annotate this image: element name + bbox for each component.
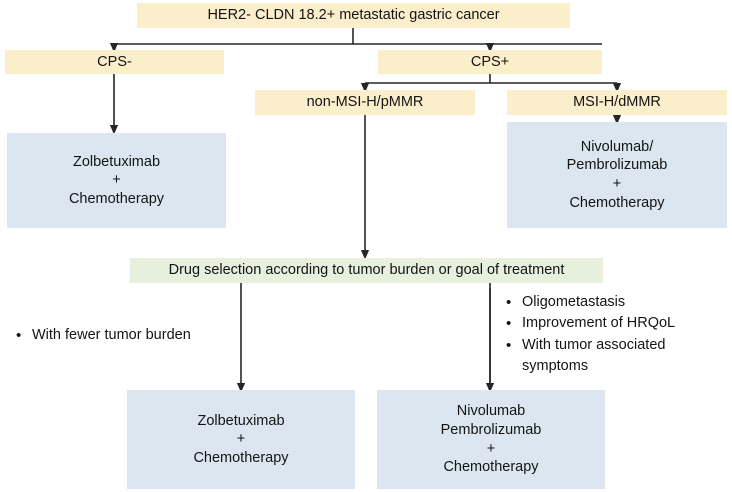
criteria-right-3: symptoms [522,357,589,374]
criteria-right-0: Oligometastasis [522,294,626,310]
bullet-icon: • [16,327,22,344]
node-treatment-low-burden: Zolbetuximab + Chemotherapy [127,390,355,489]
node-treatment-cps-negative: Zolbetuximab + Chemotherapy [7,133,226,228]
criteria-left-0: With fewer tumor burden [32,327,191,343]
list-item: • With fewer tumor burden [16,325,266,346]
bullet-icon: • [506,336,512,354]
bullet-icon: • [506,315,512,333]
criteria-list-right: • Oligometastasis • Improvement of HRQoL… [506,292,732,376]
criteria-right-2: With tumor associated [522,336,666,353]
bullet-icon: • [506,294,512,311]
list-item-continuation: symptoms [506,356,732,377]
criteria-right-1: Improvement of HRQoL [522,315,676,332]
node-treatment-high-burden: Nivolumab Pembrolizumab + Chemotherapy [377,390,605,489]
node-cps-positive: CPS+ [378,50,602,74]
node-cps-negative: CPS- [5,50,224,74]
list-item: • Oligometastasis [506,292,732,313]
node-msi-h-dmmr: MSI-H/dMMR [507,90,727,115]
node-root: HER2- CLDN 18.2+ metastatic gastric canc… [137,3,570,28]
node-non-msi-h-pmmr: non-MSI-H/pMMR [255,90,475,115]
criteria-list-left: • With fewer tumor burden [16,325,266,346]
list-item: • With tumor associated [506,335,732,356]
list-item: • Improvement of HRQoL [506,313,732,334]
node-treatment-msi: Nivolumab/ Pembrolizumab + Chemotherapy [507,122,727,228]
node-drug-selection: Drug selection according to tumor burden… [130,258,603,283]
